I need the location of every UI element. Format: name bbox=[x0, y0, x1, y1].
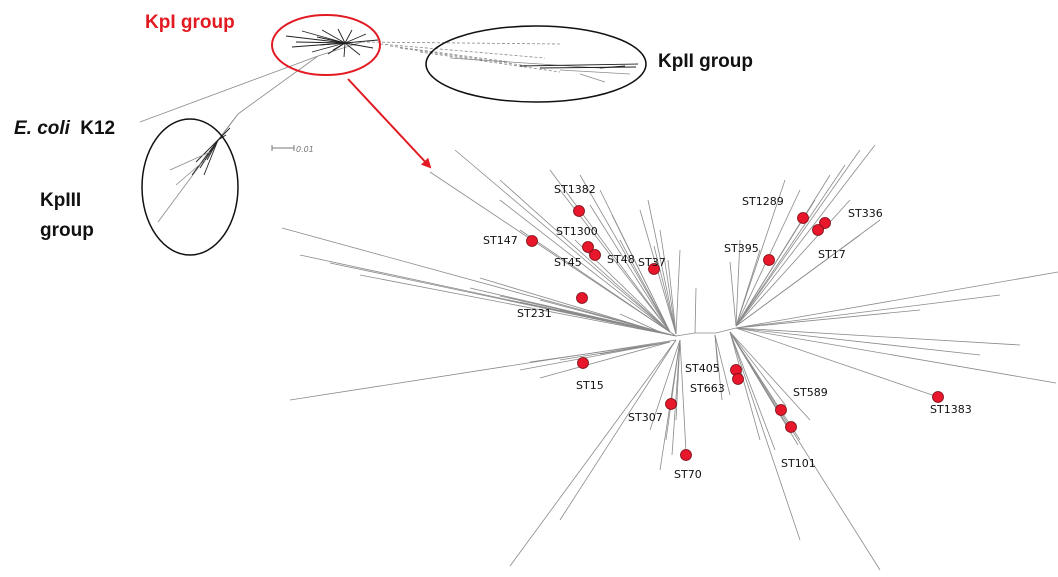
label-st147: ST147 bbox=[483, 234, 518, 247]
label-st1382: ST1382 bbox=[554, 183, 596, 196]
label-st395: ST395 bbox=[724, 242, 759, 255]
label-st663: ST663 bbox=[690, 382, 725, 395]
label-st70: ST70 bbox=[674, 468, 702, 481]
node-st70 bbox=[680, 449, 692, 461]
label-st15: ST15 bbox=[576, 379, 604, 392]
label-st1289: ST1289 bbox=[742, 195, 784, 208]
label-st307: ST307 bbox=[628, 411, 663, 424]
node-st37 bbox=[648, 263, 660, 275]
node-st48 bbox=[589, 249, 601, 261]
overview-tree: 0.01 bbox=[139, 28, 639, 223]
ecoli-species: E. coli bbox=[14, 118, 71, 139]
fan-st1289 bbox=[735, 144, 881, 327]
label-st48: ST48 bbox=[607, 253, 635, 266]
label-st17: ST17 bbox=[818, 248, 846, 261]
scale-bar: 0.01 bbox=[271, 145, 314, 154]
node-st395 bbox=[763, 254, 775, 266]
fan-st395 bbox=[729, 239, 761, 327]
st-labels: ST1382 ST147 ST1300 ST45 ST48 ST37 ST231… bbox=[483, 183, 972, 481]
node-st17 bbox=[812, 224, 824, 236]
st-nodes bbox=[526, 205, 944, 461]
node-st1289 bbox=[797, 212, 809, 224]
node-st231 bbox=[576, 292, 588, 304]
kp3-group-label-line1: KpIII bbox=[40, 190, 81, 211]
kp2-branches bbox=[361, 41, 639, 83]
scale-bar-label: 0.01 bbox=[296, 145, 314, 154]
fan-st15 bbox=[519, 341, 671, 379]
node-st15 bbox=[577, 357, 589, 369]
kp3-cluster bbox=[169, 113, 239, 186]
node-st1383 bbox=[932, 391, 944, 403]
label-st45: ST45 bbox=[554, 256, 582, 269]
node-st1300 bbox=[582, 241, 594, 253]
label-st336: ST336 bbox=[848, 207, 883, 220]
kp1-group-label: KpI group bbox=[145, 12, 235, 33]
node-st336 bbox=[819, 217, 831, 229]
kp1-cluster bbox=[285, 28, 379, 58]
fan-st231 bbox=[469, 277, 661, 333]
label-st405: ST405 bbox=[685, 362, 720, 375]
node-st147 bbox=[526, 235, 538, 247]
label-st589: ST589 bbox=[793, 386, 828, 399]
ecoli-strain: K12 bbox=[80, 118, 115, 139]
fan-st405 bbox=[714, 334, 731, 401]
node-st589-b bbox=[785, 421, 797, 433]
tree-backbone bbox=[675, 327, 737, 337]
kp1-ellipse bbox=[271, 14, 381, 76]
label-st1300: ST1300 bbox=[556, 225, 598, 238]
node-st307 bbox=[665, 398, 677, 410]
ecoli-label: E. coli K12 bbox=[14, 118, 115, 139]
kp1-detail-tree bbox=[281, 144, 1058, 571]
kp3-group-label-line2: group bbox=[40, 220, 94, 241]
kp2-ellipse bbox=[425, 25, 647, 103]
label-st231: ST231 bbox=[517, 307, 552, 320]
kp3-ellipse bbox=[141, 118, 239, 256]
node-st1382 bbox=[573, 205, 585, 217]
zoom-arrow bbox=[347, 78, 432, 169]
kp2-group-label: KpII group bbox=[658, 51, 753, 72]
node-st589-a bbox=[775, 404, 787, 416]
label-st101: ST101 bbox=[781, 457, 816, 470]
label-st37: ST37 bbox=[638, 256, 666, 269]
label-st1383: ST1383 bbox=[930, 403, 972, 416]
node-st663 bbox=[732, 373, 744, 385]
